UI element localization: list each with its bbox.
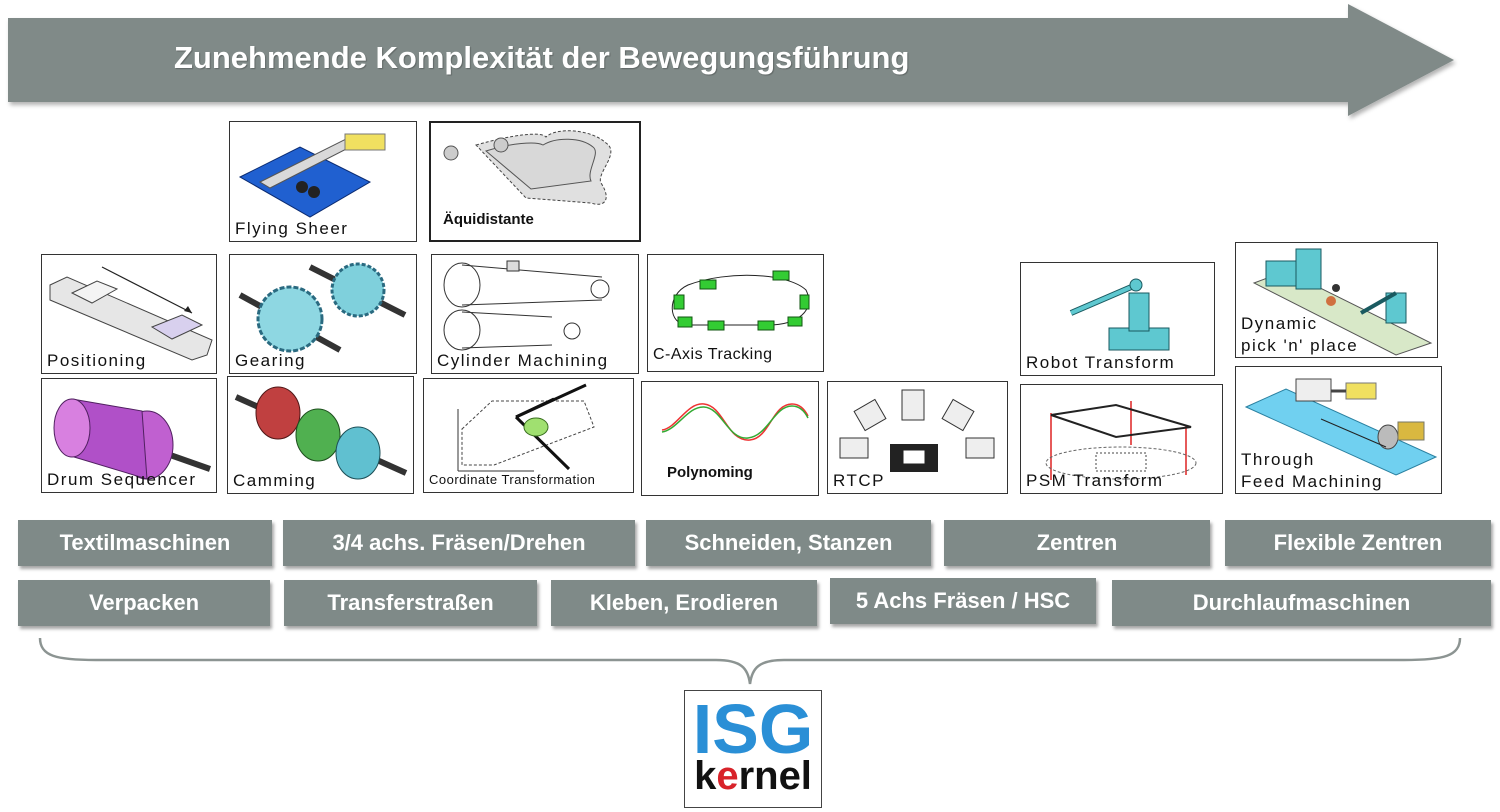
tile-label: PSM Transform: [1026, 471, 1164, 490]
tile-robot-transform: Robot Transform: [1020, 262, 1215, 376]
tile-label: Coordinate Transformation: [429, 472, 596, 487]
tile-label: Drum Sequencer: [47, 470, 197, 489]
kernel-rest: rnel: [738, 754, 812, 798]
curly-brace: [38, 637, 1462, 685]
tile-positioning: Positioning: [41, 254, 217, 374]
tile-label: Robot Transform: [1026, 353, 1176, 372]
kernel-e: e: [716, 754, 739, 798]
rtcp-illustration: [839, 389, 995, 472]
tile-label: RTCP: [833, 471, 885, 490]
positioning-illustration: [49, 266, 213, 361]
tile-label: Through Feed Machining: [1241, 450, 1383, 491]
kernel-k: k: [694, 754, 717, 798]
bar-verpacken: Verpacken: [18, 580, 270, 626]
tile-label: Camming: [233, 471, 317, 490]
camming-illustration: [234, 386, 408, 480]
tile-through-feed: Through Feed Machining: [1235, 366, 1442, 494]
cylinder-machining-illustration: [443, 260, 610, 351]
tile-label: Positioning: [47, 351, 147, 370]
gearing-illustration: [238, 262, 407, 353]
bar-zentren: Zentren: [944, 520, 1210, 566]
kernel-wordmark: kernel: [685, 754, 821, 799]
flying-sheer-illustration: [238, 133, 386, 218]
tile-label: Polynoming: [667, 464, 753, 481]
isg-letters: ISG: [695, 695, 811, 757]
through-feed-illustration: [1244, 378, 1438, 476]
bar-5-achs-fraesen: 5 Achs Fräsen / HSC: [830, 578, 1096, 624]
tile-drum-sequencer: Drum Sequencer: [41, 378, 217, 493]
tile-dynamic-pick: Dynamic pick 'n' place: [1235, 242, 1438, 358]
arrow-shape: [8, 4, 1454, 116]
tile-coordinate-transformation: Coordinate Transformation: [423, 378, 634, 493]
tile-aequidistante: Äquidistante: [429, 121, 641, 242]
bar-transferstrassen: Transferstraßen: [284, 580, 537, 626]
tile-label: Gearing: [235, 351, 306, 370]
bar-flexible-zentren: Flexible Zentren: [1225, 520, 1491, 566]
tile-psm-transform: PSM Transform: [1020, 384, 1223, 494]
psm-transform-illustration: [1045, 401, 1197, 480]
bar-kleben-erodieren: Kleben, Erodieren: [551, 580, 817, 626]
tile-label: Cylinder Machining: [437, 351, 609, 370]
tile-label: Äquidistante: [443, 211, 534, 228]
tile-camming: Camming: [227, 376, 414, 494]
dynamic-pick-illustration: [1252, 248, 1433, 356]
arrow-title: Zunehmende Komplexität der Bewegungsführ…: [174, 40, 910, 75]
tile-label: C-Axis Tracking: [653, 346, 773, 363]
tile-gearing: Gearing: [229, 254, 417, 374]
tile-flying-sheer: Flying Sheer: [229, 121, 417, 242]
tile-label: Flying Sheer: [235, 219, 349, 238]
tile-c-axis-tracking: C-Axis Tracking: [647, 254, 824, 372]
coordinate-transformation-illustration: [457, 383, 595, 472]
polynoming-illustration: [661, 403, 809, 441]
aequidistante-illustration: [443, 130, 612, 205]
tile-cylinder-machining: Cylinder Machining: [431, 254, 639, 374]
tile-polynoming: Polynoming: [641, 381, 819, 496]
robot-transform-illustration: [1069, 278, 1170, 351]
bar-durchlaufmaschinen: Durchlaufmaschinen: [1112, 580, 1491, 626]
isg-logo-mark: ISG: [695, 695, 811, 757]
isg-kernel-logo: ISG kernel: [684, 690, 822, 808]
bar-fraesen-drehen: 3/4 achs. Fräsen/Drehen: [283, 520, 635, 566]
bar-schneiden-stanzen: Schneiden, Stanzen: [646, 520, 931, 566]
drum-sequencer-illustration: [53, 398, 211, 480]
complexity-arrow: Zunehmende Komplexität der Bewegungsführ…: [0, 0, 1500, 125]
tile-rtcp: RTCP: [827, 381, 1008, 494]
tile-label: Dynamic pick 'n' place: [1241, 314, 1359, 355]
c-axis-tracking-illustration: [671, 270, 810, 331]
bar-textilmaschinen: Textilmaschinen: [18, 520, 272, 566]
